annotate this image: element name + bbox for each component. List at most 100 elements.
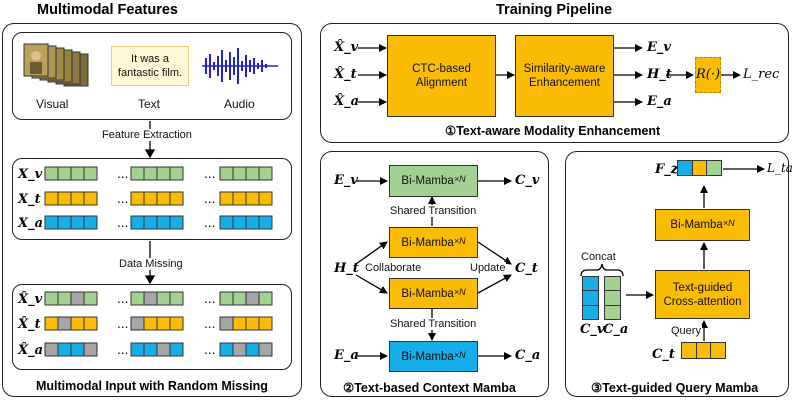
- row-ellipsis: ...: [204, 317, 215, 331]
- tqm-cross-attention: Text-guided Cross-attention: [655, 270, 750, 319]
- features-caption: Multimodal Input with Random Missing: [36, 379, 268, 393]
- tme-loss-rec: L_rec: [743, 67, 780, 82]
- tqm-ct-vector: [681, 342, 726, 359]
- row-ellipsis: ...: [117, 292, 128, 306]
- row-ellipsis: ...: [204, 167, 215, 181]
- similarity-enhancement-block: Similarity-aware Enhancement: [515, 35, 614, 117]
- ct-cell: [711, 343, 726, 358]
- feature-cell: [169, 291, 184, 306]
- tcm-panel: [320, 151, 549, 397]
- tcm-bimamba-visual-power: ×N: [453, 174, 466, 184]
- tqm-cv-label: C_v: [580, 322, 605, 337]
- tme-panel: [320, 23, 789, 143]
- row-ellipsis: ...: [117, 192, 128, 206]
- video-frames-icon: [23, 43, 89, 87]
- reconstruction-label: R(·): [695, 67, 721, 82]
- missing-features-box: [12, 284, 292, 370]
- tcm-bimamba-text-lower-power: ×N: [453, 286, 466, 297]
- tme-output-ea: E_a: [647, 94, 672, 109]
- tcm-update-label: Update: [469, 262, 507, 274]
- tqm-bimamba: Bi-Mamba×N: [655, 209, 750, 241]
- data-missing-label: Data Missing: [117, 258, 185, 270]
- raw-inputs-box: [12, 32, 292, 120]
- text-sample-box: It was a fantastic film.: [111, 46, 189, 86]
- tqm-fz-label: F_z: [655, 162, 679, 177]
- tcm-collaborate-label: Collaborate: [364, 262, 423, 274]
- row-ellipsis: ...: [117, 167, 128, 181]
- tme-input-a: X̂_a: [334, 94, 360, 109]
- row-ellipsis: ...: [204, 343, 215, 357]
- cv-cell: [583, 277, 598, 292]
- ca-cell: [605, 305, 620, 319]
- tqm-ct-label: C_t: [652, 347, 675, 362]
- full-row-label: X_a: [17, 216, 43, 231]
- tme-input-t: X̂_t: [334, 67, 357, 82]
- tme-caption: ①Text-aware Modality Enhancement: [445, 124, 661, 138]
- input-label-text: Text: [138, 97, 161, 111]
- tqm-ca-label: C_a: [603, 322, 629, 337]
- row-ellipsis: ...: [117, 317, 128, 331]
- full-row-label: X_t: [17, 192, 41, 207]
- tcm-bimamba-audio-label: Bi-Mamba: [401, 350, 454, 363]
- tme-output-ev: E_v: [647, 40, 671, 55]
- ca-cell: [605, 277, 620, 292]
- row-ellipsis: ...: [204, 292, 215, 306]
- feature-cell: [83, 316, 98, 331]
- feature-cell: [169, 215, 184, 230]
- feature-cell: [258, 316, 273, 331]
- tcm-shared-transition-bottom: Shared Transition: [389, 318, 478, 330]
- tqm-fz-vector: [677, 160, 722, 176]
- missing-row-label: X̂_t: [17, 316, 41, 332]
- tcm-output-ct: C_t: [515, 261, 538, 276]
- feature-cell: [169, 316, 184, 331]
- feature-cell: [83, 215, 98, 230]
- tqm-query-label: Query: [670, 325, 702, 337]
- tcm-bimamba-text-upper: Bi-Mamba×N: [389, 227, 478, 258]
- audio-waveform-icon: [202, 48, 278, 84]
- feature-cell: [258, 291, 273, 306]
- feature-cell: [83, 166, 98, 181]
- ct-cell: [682, 343, 697, 358]
- input-label-visual: Visual: [36, 97, 69, 111]
- tcm-bimamba-text-lower-label: Bi-Mamba: [401, 287, 454, 300]
- tcm-output-cv: C_v: [515, 173, 540, 188]
- tqm-cv-vector: [582, 276, 599, 320]
- tcm-bimamba-text-lower: Bi-Mamba×N: [389, 278, 478, 309]
- tqm-concat-label: Concat: [581, 251, 616, 263]
- feature-cell: [83, 291, 98, 306]
- feature-cell: [169, 342, 184, 357]
- cv-cell: [583, 305, 598, 319]
- row-ellipsis: ...: [117, 343, 128, 357]
- tqm-bimamba-label: Bi-Mamba: [670, 219, 723, 231]
- feature-cell: [169, 191, 184, 206]
- missing-row-label: X̂_a: [17, 342, 43, 358]
- ct-cell: [696, 343, 712, 358]
- tcm-caption: ②Text-based Context Mamba: [343, 381, 516, 395]
- missing-cell: [258, 342, 273, 357]
- cv-cell: [583, 291, 598, 306]
- ctc-alignment-block: CTC-based Alignment: [387, 35, 496, 117]
- tcm-input-ht: H_t: [334, 261, 359, 276]
- tcm-bimamba-audio: Bi-Mamba×N: [389, 341, 478, 372]
- tcm-input-ea: E_a: [334, 348, 359, 363]
- row-ellipsis: ...: [204, 192, 215, 206]
- pipeline-title: Training Pipeline: [496, 2, 613, 18]
- tqm-loss-task: L_task: [767, 161, 793, 175]
- row-ellipsis: ...: [117, 216, 128, 230]
- missing-row-label: X̂_v: [17, 291, 43, 307]
- full-features-box: [12, 158, 292, 240]
- fz-cell-visual: [678, 161, 693, 175]
- features-panel: [2, 23, 302, 397]
- row-ellipsis: ...: [204, 216, 215, 230]
- tqm-bimamba-power: ×N: [722, 218, 735, 228]
- features-title: Multimodal Features: [37, 2, 178, 18]
- feature-cell: [258, 215, 273, 230]
- tcm-bimamba-audio-power: ×N: [453, 349, 466, 360]
- fz-cell-text: [692, 161, 708, 175]
- tme-output-ht: H_t: [647, 67, 672, 82]
- tcm-bimamba-visual: Bi-Mamba×N: [389, 165, 478, 197]
- tqm-caption: ③Text-guided Query Mamba: [591, 381, 759, 395]
